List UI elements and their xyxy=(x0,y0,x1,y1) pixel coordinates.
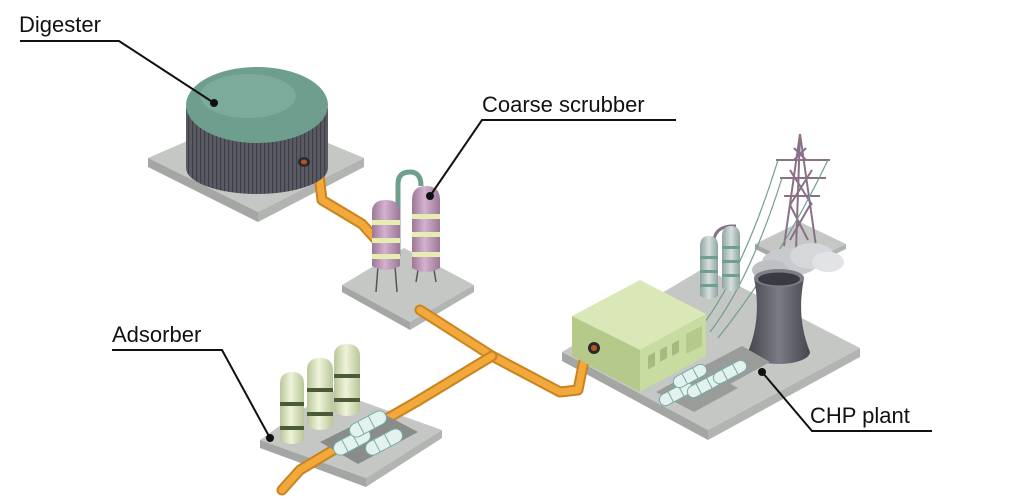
adsorber-tank-1 xyxy=(280,372,304,444)
callout-leaders xyxy=(20,40,932,442)
chp-plant-leader xyxy=(761,371,932,432)
adsorber-leader xyxy=(112,349,271,439)
power-pylon xyxy=(776,133,830,251)
cooling-tower xyxy=(748,243,844,364)
digester-tank xyxy=(186,67,328,194)
chp-plant-label: CHP plant xyxy=(810,403,910,428)
digester-leader xyxy=(20,40,215,104)
adsorber-skid xyxy=(320,410,418,464)
scrubber-column-left xyxy=(372,200,400,293)
scrubber-platform xyxy=(342,248,474,330)
coarse-scrubber-leader xyxy=(429,119,676,197)
digester-label: Digester xyxy=(19,12,101,37)
adsorber-label: Adsorber xyxy=(112,322,202,347)
scrubber-column-right xyxy=(412,186,440,283)
chp-skid xyxy=(656,346,770,412)
chp-building xyxy=(572,280,706,392)
coarse-scrubber-label: Coarse scrubber xyxy=(482,92,645,117)
coarse-scrubber xyxy=(372,169,440,293)
adsorber-unit xyxy=(280,344,418,464)
adsorber-tank-2 xyxy=(307,358,333,430)
chp-columns xyxy=(700,224,740,299)
adsorber-tank-3 xyxy=(334,344,360,416)
